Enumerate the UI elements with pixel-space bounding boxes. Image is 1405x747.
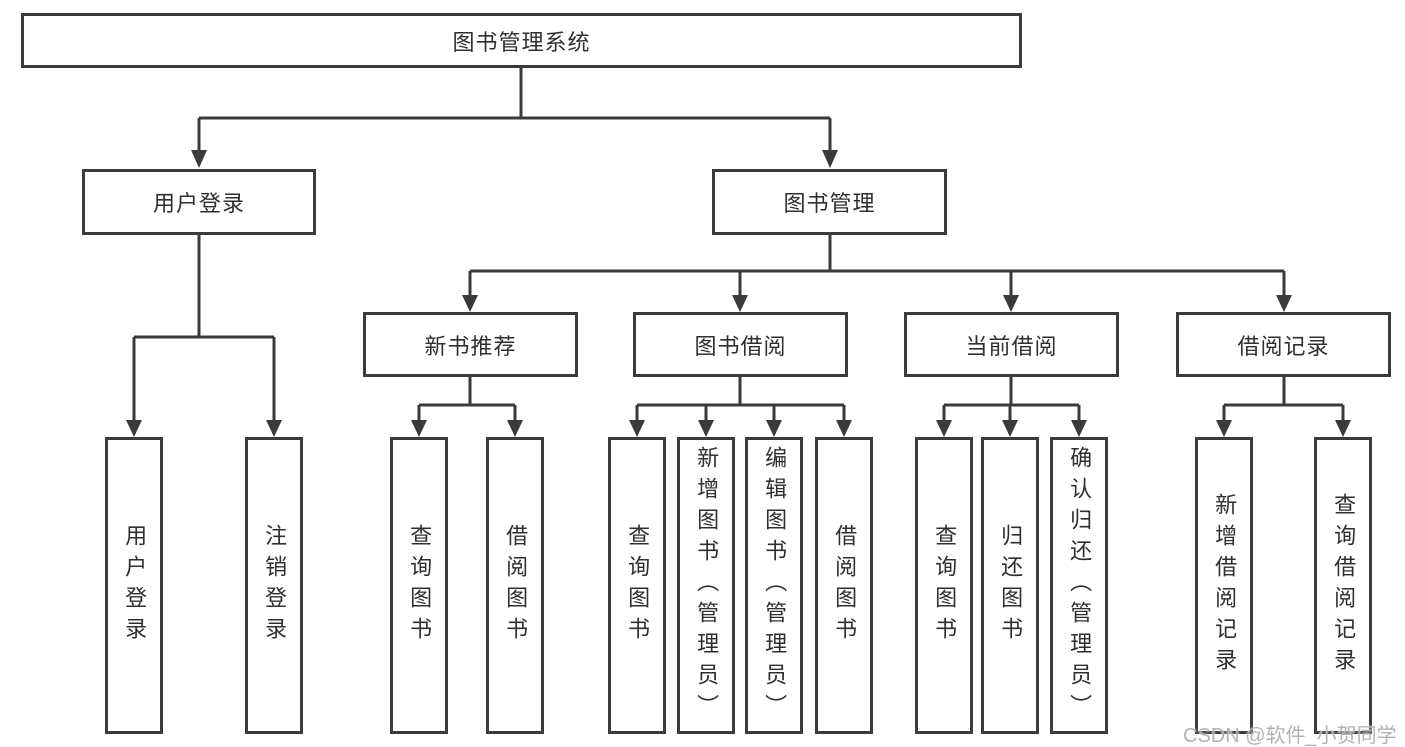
node-label: 图书管理	[783, 191, 876, 216]
node-label: 新增图书（管理员）	[694, 446, 720, 725]
node-label: 用户登录	[152, 191, 245, 216]
node-label: 用户登录	[122, 523, 148, 648]
node-label: 注销登录	[262, 523, 288, 648]
node-leaf-add-books-admin: 新增图书（管理员）	[677, 437, 735, 734]
node-label: 新书推荐	[424, 333, 517, 359]
node-leaf-confirm-return-admin: 确认归还（管理员）	[1050, 437, 1108, 734]
node-label: 新增借阅记录	[1212, 492, 1238, 679]
node-leaf-borrow-books-borrowing: 借阅图书	[815, 437, 873, 734]
node-label: 当前借阅	[965, 333, 1058, 359]
node-borrowing-records: 借阅记录	[1176, 312, 1391, 377]
node-book-management: 图书管理	[712, 169, 947, 235]
node-leaf-user-login: 用户登录	[105, 437, 163, 734]
node-label: 查询图书	[625, 523, 651, 648]
node-label: 借阅记录	[1237, 333, 1330, 359]
node-label: 查询借阅记录	[1331, 492, 1357, 679]
node-leaf-return-books: 归还图书	[981, 437, 1039, 734]
node-leaf-logout: 注销登录	[245, 437, 303, 734]
node-book-borrowing: 图书借阅	[633, 312, 848, 377]
node-label: 归还图书	[998, 523, 1024, 648]
node-leaf-query-books-current: 查询图书	[915, 437, 973, 734]
node-label: 借阅图书	[503, 523, 529, 648]
node-label: 图书管理系统	[452, 29, 591, 55]
node-leaf-query-books-borrowing: 查询图书	[608, 437, 666, 734]
node-label: 查询图书	[932, 523, 958, 648]
node-user-login: 用户登录	[82, 169, 316, 235]
node-root-library-management-system: 图书管理系统	[21, 13, 1022, 68]
node-leaf-query-borrow-record: 查询借阅记录	[1314, 437, 1372, 734]
node-label: 图书借阅	[694, 333, 787, 359]
node-label: 借阅图书	[832, 523, 858, 648]
csdn-watermark: CSDN @软件_小贺同学	[1183, 725, 1397, 747]
node-label: 确认归还（管理员）	[1067, 446, 1093, 725]
node-current-borrowing: 当前借阅	[904, 312, 1119, 377]
node-label: 编辑图书（管理员）	[762, 446, 788, 725]
node-label: 查询图书	[407, 523, 433, 648]
node-leaf-add-borrow-record: 新增借阅记录	[1195, 437, 1253, 734]
node-new-book-recommendation: 新书推荐	[363, 312, 578, 377]
node-leaf-query-books-recommend: 查询图书	[390, 437, 448, 734]
node-leaf-edit-books-admin: 编辑图书（管理员）	[745, 437, 803, 734]
node-leaf-borrow-books-recommend: 借阅图书	[486, 437, 544, 734]
